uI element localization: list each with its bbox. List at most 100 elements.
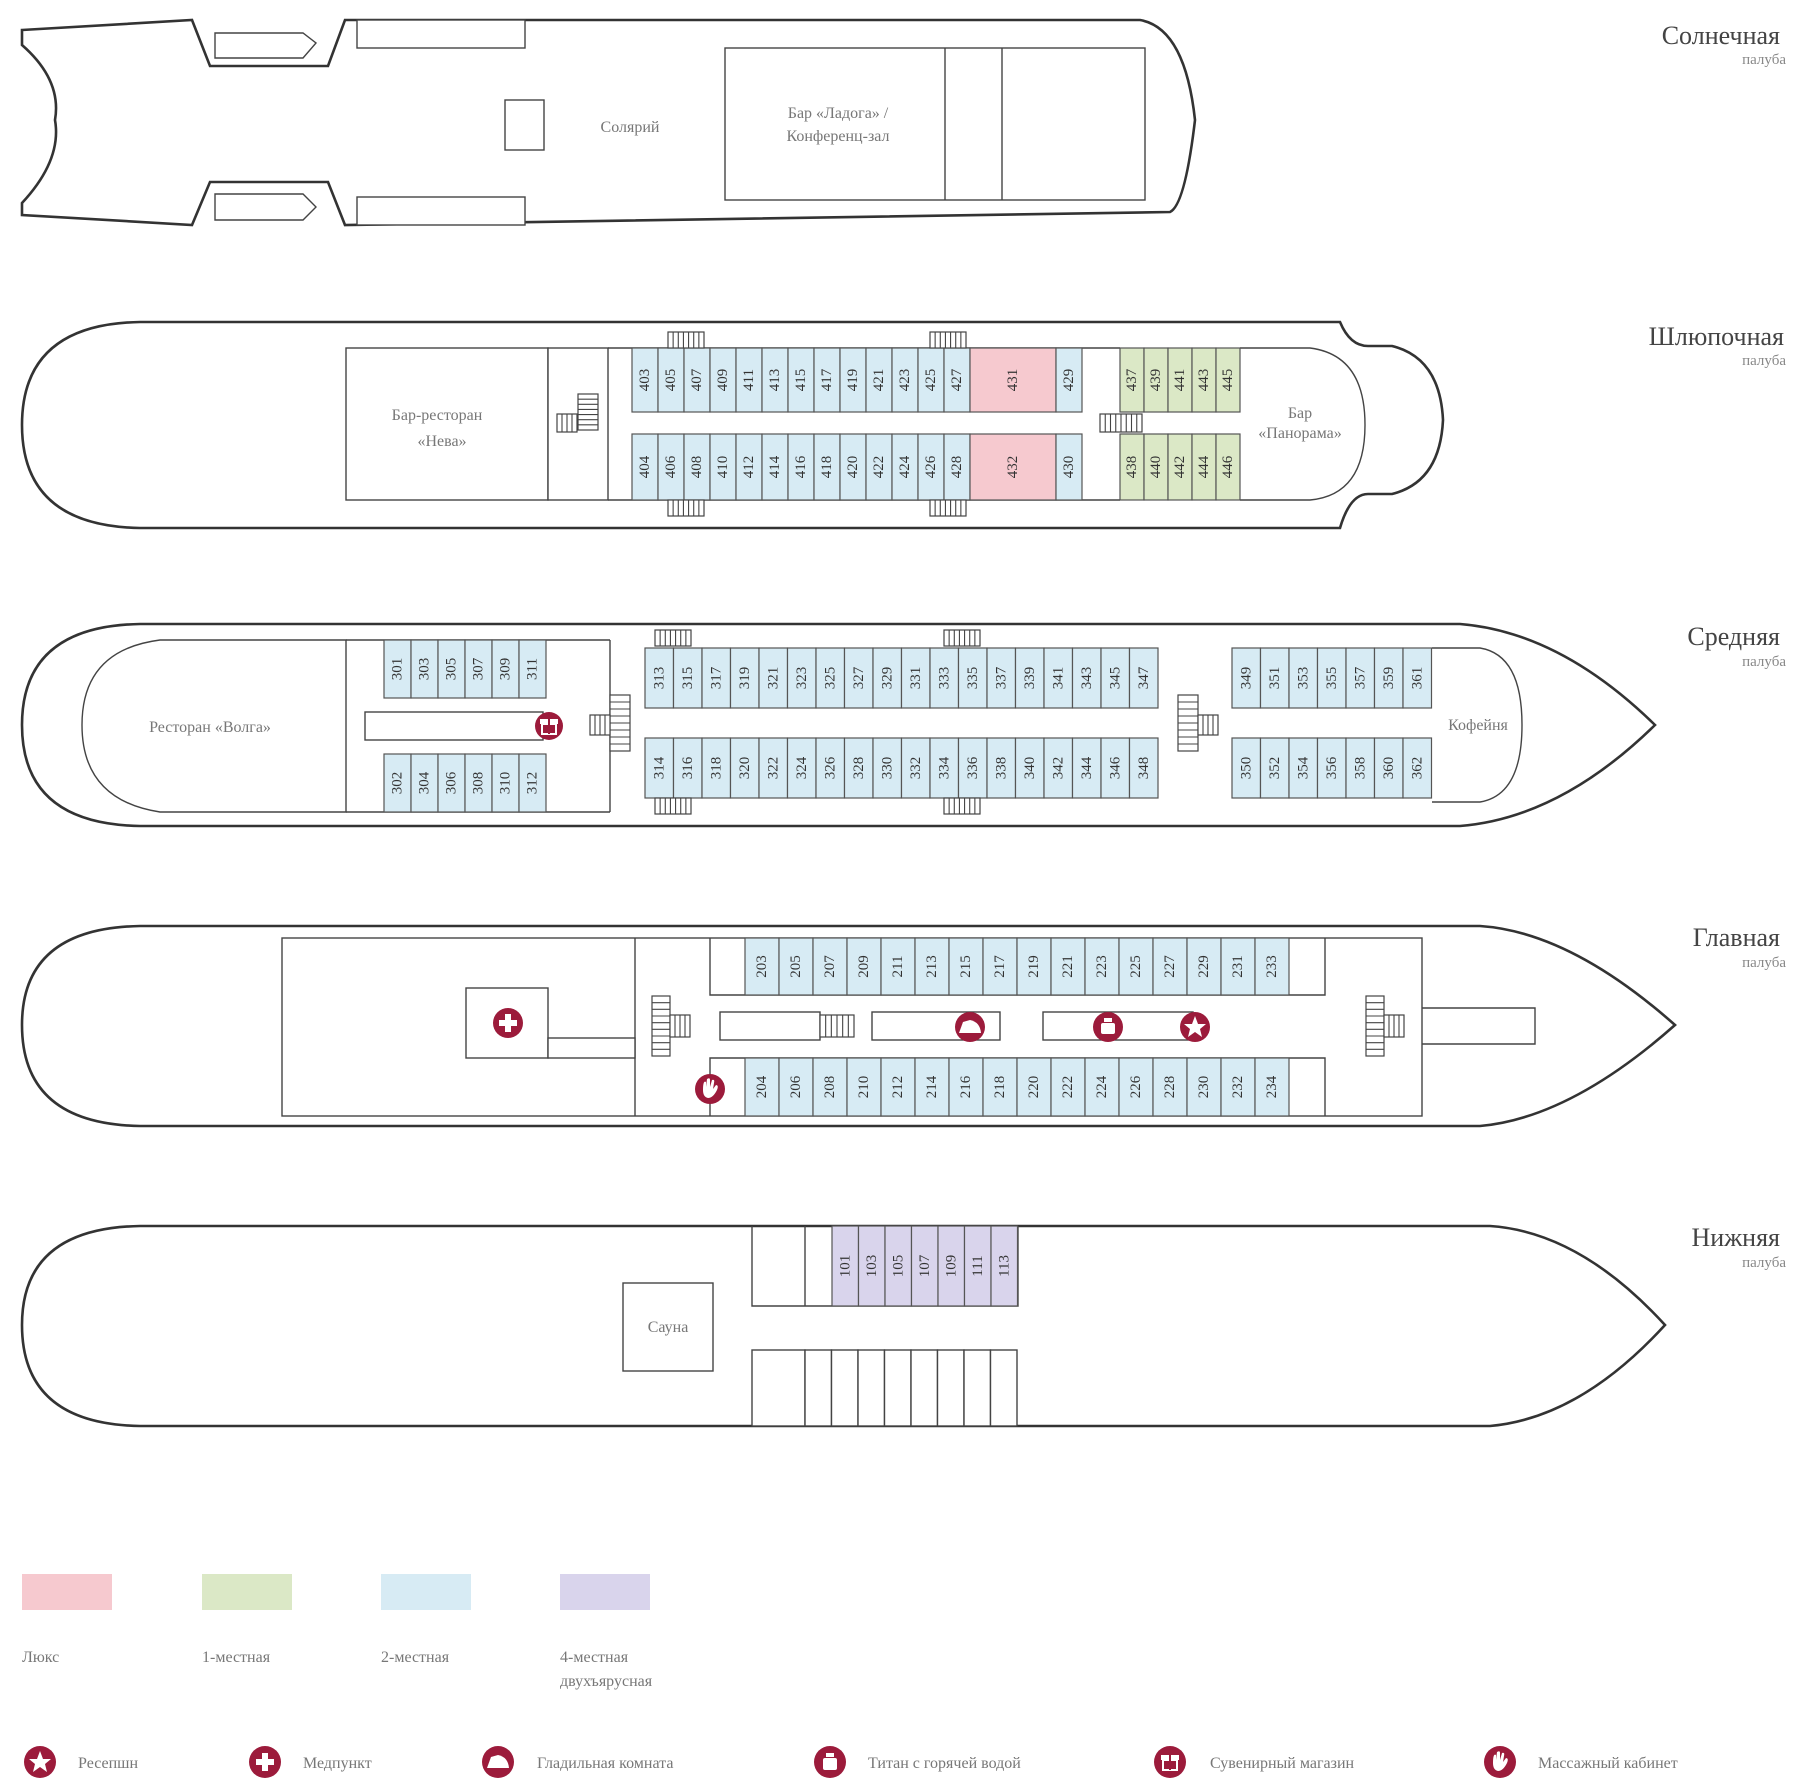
cabin-326-box[interactable] [815,737,846,799]
cabin-319-box[interactable] [729,647,760,709]
cabin-230[interactable]: 230 [1186,1057,1222,1117]
cabin-417[interactable]: 417 [813,347,841,413]
cabin-113[interactable]: 113 [990,1225,1019,1307]
cabin-357[interactable]: 357 [1345,647,1376,709]
cabin-352-box[interactable] [1259,737,1290,799]
cabin-326[interactable]: 326 [815,737,846,799]
cabin-332[interactable]: 332 [900,737,931,799]
cabin-425[interactable]: 425 [917,347,945,413]
cabin-232-box[interactable] [1220,1057,1256,1117]
cabin-226[interactable]: 226 [1118,1057,1154,1117]
cabin-213[interactable]: 213 [914,937,950,996]
cabin-214[interactable]: 214 [914,1057,950,1117]
cabin-340-box[interactable] [1014,737,1045,799]
cabin-403[interactable]: 403 [631,347,659,413]
cabin-222[interactable]: 222 [1050,1057,1086,1117]
cabin-346[interactable]: 346 [1100,737,1131,799]
cabin-203[interactable]: 203 [744,937,780,996]
cabin-357-box[interactable] [1345,647,1376,709]
cabin-207[interactable]: 207 [812,937,848,996]
cabin-212-box[interactable] [880,1057,916,1117]
cabin-354-box[interactable] [1288,737,1319,799]
cabin-353[interactable]: 353 [1288,647,1319,709]
cabin-315-box[interactable] [672,647,703,709]
cabin-103[interactable]: 103 [857,1225,886,1307]
cabin-231[interactable]: 231 [1220,937,1256,996]
cabin-223[interactable]: 223 [1084,937,1120,996]
cabin-342-box[interactable] [1043,737,1074,799]
cabin-429[interactable]: 429 [1055,347,1083,413]
cabin-432-box[interactable] [969,433,1057,501]
cabin-415-box[interactable] [787,347,815,413]
cabin-309-box[interactable] [491,639,520,699]
cabin-107-box[interactable] [910,1225,939,1307]
cabin-414-box[interactable] [761,433,789,501]
cabin-445[interactable]: 445 [1215,347,1241,413]
cabin-317[interactable]: 317 [701,647,732,709]
cabin-416-box[interactable] [787,433,815,501]
cabin-359-box[interactable] [1373,647,1404,709]
cabin-329[interactable]: 329 [872,647,903,709]
cabin-301[interactable]: 301 [383,639,412,699]
cabin-423-box[interactable] [891,347,919,413]
cabin-308[interactable]: 308 [464,753,493,813]
cabin-324-box[interactable] [786,737,817,799]
cabin-109[interactable]: 109 [937,1225,966,1307]
cabin-344[interactable]: 344 [1071,737,1102,799]
cabin-228[interactable]: 228 [1152,1057,1188,1117]
cabin-325[interactable]: 325 [815,647,846,709]
cabin-101[interactable]: 101 [831,1225,860,1307]
cabin-350[interactable]: 350 [1231,737,1262,799]
cabin-328[interactable]: 328 [843,737,874,799]
cabin-306-box[interactable] [437,753,466,813]
cabin-413-box[interactable] [761,347,789,413]
cabin-413[interactable]: 413 [761,347,789,413]
cabin-411[interactable]: 411 [735,347,763,413]
cabin-314-box[interactable] [644,737,675,799]
cabin-316-box[interactable] [672,737,703,799]
cabin-351-box[interactable] [1259,647,1290,709]
cabin-302-box[interactable] [383,753,412,813]
cabin-356-box[interactable] [1316,737,1347,799]
cabin-341-box[interactable] [1043,647,1074,709]
cabin-311-box[interactable] [518,639,547,699]
cabin-309[interactable]: 309 [491,639,520,699]
cabin-208[interactable]: 208 [812,1057,848,1117]
cabin-424-box[interactable] [891,433,919,501]
cabin-408[interactable]: 408 [683,433,711,501]
cabin-329-box[interactable] [872,647,903,709]
cabin-353-box[interactable] [1288,647,1319,709]
cabin-428-box[interactable] [943,433,971,501]
cabin-437[interactable]: 437 [1119,347,1145,413]
cabin-428[interactable]: 428 [943,433,971,501]
cabin-414[interactable]: 414 [761,433,789,501]
cabin-404-box[interactable] [631,433,659,501]
cabin-337[interactable]: 337 [986,647,1017,709]
cabin-440[interactable]: 440 [1143,433,1169,501]
cabin-438-box[interactable] [1119,433,1145,501]
cabin-234-box[interactable] [1254,1057,1290,1117]
cabin-405[interactable]: 405 [657,347,685,413]
cabin-234[interactable]: 234 [1254,1057,1290,1117]
cabin-220-box[interactable] [1016,1057,1052,1117]
cabin-336-box[interactable] [957,737,988,799]
cabin-355[interactable]: 355 [1316,647,1347,709]
cabin-205[interactable]: 205 [778,937,814,996]
cabin-418[interactable]: 418 [813,433,841,501]
cabin-305[interactable]: 305 [437,639,466,699]
cabin-313[interactable]: 313 [644,647,675,709]
cabin-229[interactable]: 229 [1186,937,1222,996]
cabin-320[interactable]: 320 [729,737,760,799]
cabin-338[interactable]: 338 [986,737,1017,799]
cabin-221-box[interactable] [1050,937,1086,996]
cabin-431[interactable]: 431 [969,347,1057,413]
cabin-316[interactable]: 316 [672,737,703,799]
cabin-312[interactable]: 312 [518,753,547,813]
cabin-422[interactable]: 422 [865,433,893,501]
cabin-442[interactable]: 442 [1167,433,1193,501]
cabin-441[interactable]: 441 [1167,347,1193,413]
cabin-211[interactable]: 211 [880,937,916,996]
cabin-219[interactable]: 219 [1016,937,1052,996]
cabin-224[interactable]: 224 [1084,1057,1120,1117]
cabin-404[interactable]: 404 [631,433,659,501]
